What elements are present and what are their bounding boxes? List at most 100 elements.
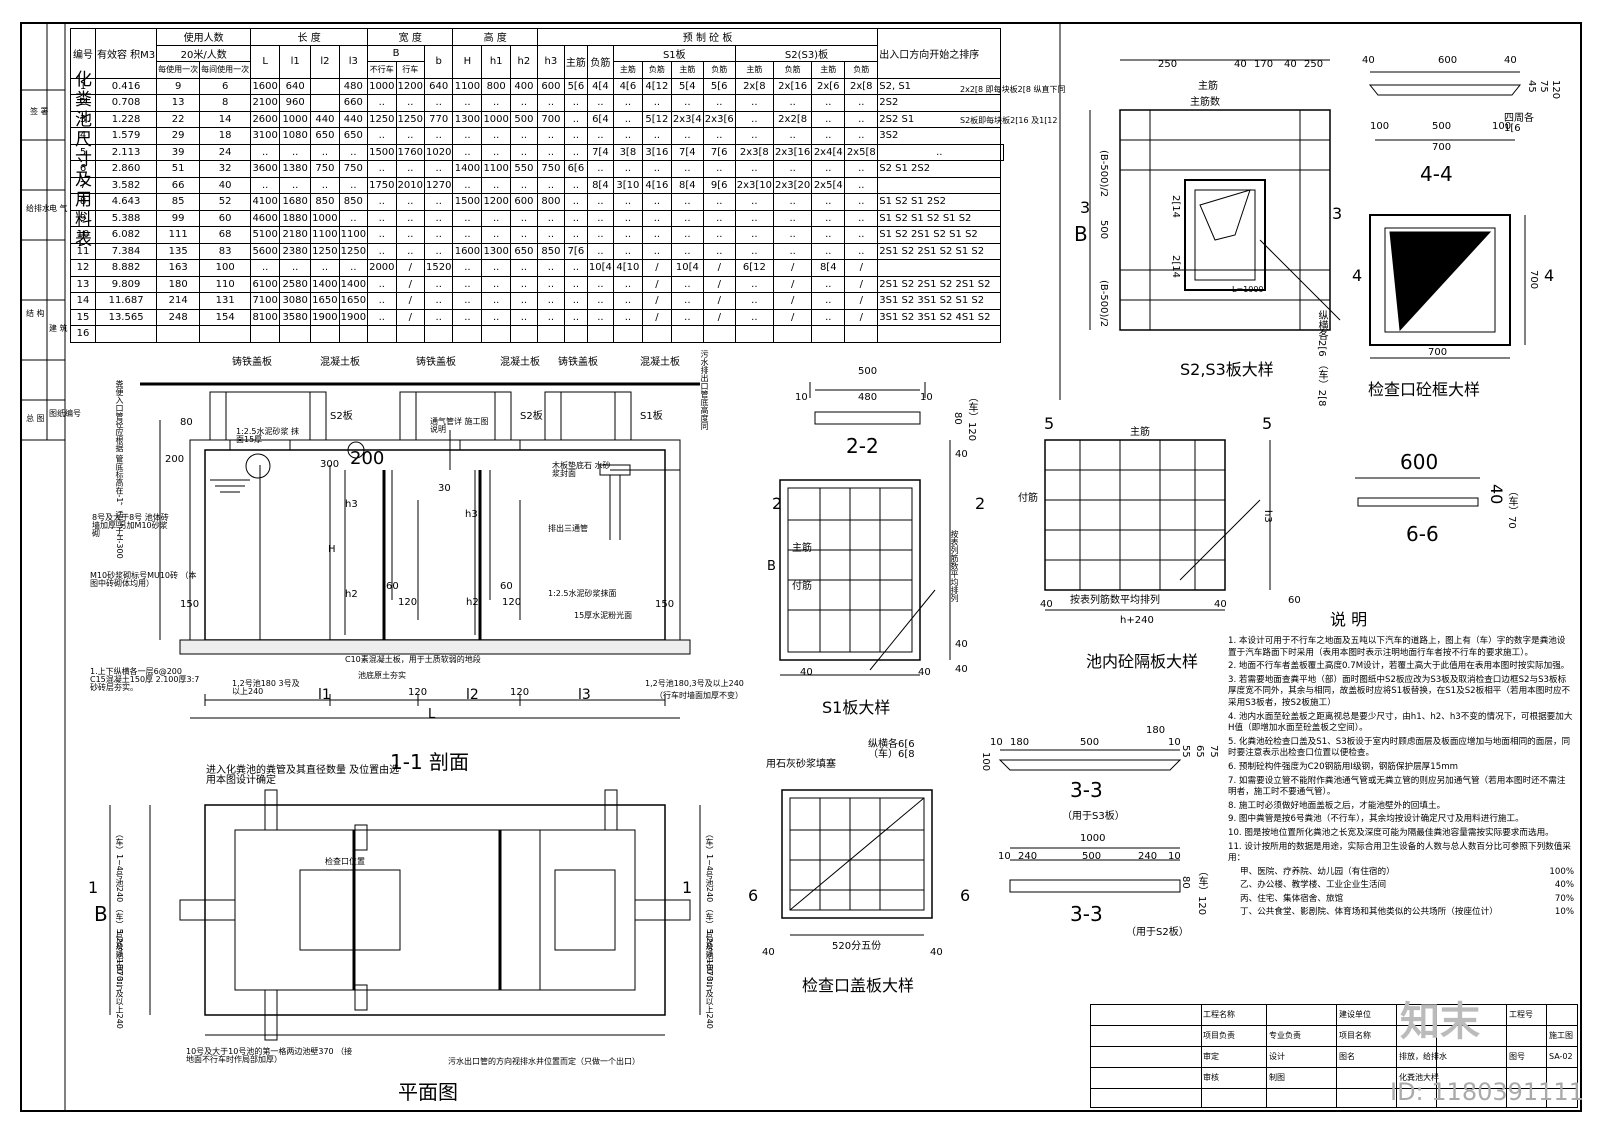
table-cell: 5[4	[670, 77, 704, 95]
detail-2-2	[809, 382, 926, 425]
dim-44-700: 700	[1432, 142, 1452, 153]
th-height: 高 度	[452, 28, 538, 46]
th-users: 使用人数	[156, 28, 252, 46]
table-cell: ..	[734, 94, 774, 112]
dim-33a-75: 75	[1208, 745, 1219, 758]
table-cell: 3[10	[612, 176, 643, 194]
table-cell: ..	[452, 143, 483, 161]
dim-44-100b: 100	[1492, 121, 1512, 132]
table-cell: ..	[509, 143, 538, 161]
table-cell: ..	[612, 292, 643, 310]
note-item: 2. 地面不行车者盖板覆土高度0.7M设计，若覆土高大于此值用在表用本图时按实际…	[1228, 661, 1570, 672]
table-cell: ..	[509, 94, 538, 112]
table-cell: ..	[536, 127, 565, 145]
detail-3-3-s2	[1009, 847, 1181, 893]
table-cell: 66	[156, 176, 201, 194]
detail-4-4-title: 4-4	[1420, 162, 1453, 186]
table-cell: 6100	[250, 275, 281, 293]
table-cell: 32	[199, 160, 252, 178]
plan-mark-1b: 1	[682, 878, 693, 897]
table-cell: ..	[586, 94, 614, 112]
label-part-5a: 5	[1044, 414, 1055, 433]
table-cell: 68	[199, 226, 252, 244]
table-cell	[536, 325, 565, 343]
table-cell: 14	[70, 292, 96, 310]
tb-cell: 项目负责	[1203, 1031, 1235, 1040]
label-s1-note: 按表列筋数平均排列	[950, 530, 959, 602]
table-cell: 9[6	[702, 176, 736, 194]
table-cell: 2x3[10	[734, 176, 774, 194]
table-cell: ..	[612, 160, 643, 178]
table-cell: 1500	[367, 143, 397, 161]
table-cell: ..	[509, 292, 538, 310]
table-cell: 2x[6	[811, 77, 846, 95]
th-seq: 出入口方向开始之排序	[877, 28, 1002, 79]
brand-id: ID: 1180391111	[1390, 1078, 1584, 1106]
th-l2: l2	[310, 44, 340, 79]
dim-44-500: 500	[1432, 121, 1452, 132]
table-cell: ..	[702, 242, 736, 260]
note-item: 5. 化粪池砼检查口盖及S1、S3板设于室内时顾虑面层及板面应增加与地面相同的面…	[1228, 736, 1571, 759]
dim-33b-120: （车）120	[1196, 866, 1207, 916]
table-cell: 8	[70, 193, 96, 211]
table-cell	[877, 259, 1002, 277]
table-cell: 4[10	[612, 259, 643, 277]
table-cell: ..	[612, 94, 643, 112]
label-s2-b: S2板	[520, 411, 543, 422]
table-cell: 2x3[4	[670, 110, 704, 128]
label-cast-iron-cover-2: 铸铁盖板	[416, 357, 456, 368]
table-cell: 2x3[20	[772, 176, 813, 194]
table-cell: /	[772, 275, 813, 293]
th-s2-main2: 主筋	[811, 61, 846, 79]
dim-s2-40: 40	[1234, 59, 1247, 70]
table-cell: 7[4	[586, 143, 614, 161]
table-cell: ..	[586, 226, 614, 244]
table-cell: ..	[563, 209, 588, 227]
table-cell	[670, 325, 704, 343]
table-cell: /	[844, 308, 879, 326]
table-cell: 2380	[279, 242, 312, 260]
table-cell: ..	[772, 209, 813, 227]
dim-33b: 240	[1138, 851, 1158, 862]
table-cell: S1 S2 S1 S2 S1 S2	[877, 209, 1002, 227]
label-s1-2a: 2	[772, 494, 783, 513]
table-cell: 4[16	[641, 176, 672, 194]
label-r1: 2[14	[1170, 195, 1181, 218]
table-cell: ..	[670, 94, 704, 112]
table-cell: /	[641, 292, 672, 310]
table-cell: /	[395, 308, 425, 326]
table-cell: 1880	[279, 209, 312, 227]
table-cell: ..	[844, 193, 879, 211]
dim-33a-100: 100	[980, 752, 991, 772]
s2-s3-plate	[1089, 59, 1341, 331]
table-cell: 131	[199, 292, 252, 310]
table-cell: 1520	[423, 259, 454, 277]
table-cell: /	[844, 275, 879, 293]
table-cell: 85	[156, 193, 201, 211]
tb-cell: 工程名称	[1203, 1010, 1235, 1019]
table-cell: 2	[70, 94, 96, 112]
table-cell: 1100	[310, 226, 340, 244]
table-cell: 163	[156, 259, 201, 277]
table-cell: ..	[811, 308, 846, 326]
table-cell: ..	[481, 226, 511, 244]
table-cell: 1200	[395, 77, 425, 95]
table-cell: 5[12	[641, 110, 672, 128]
label-s2-main: 主筋	[1198, 81, 1218, 92]
label-mortar-2: 1:2.5水泥砂浆抹面	[548, 589, 617, 598]
table-side-note: S2板即每块板2[16 及1[12	[960, 116, 1058, 125]
table-cell: ..	[452, 292, 483, 310]
plan-view	[109, 789, 701, 1041]
table-cell: ..	[772, 226, 813, 244]
dim-60-b: 60	[500, 581, 513, 592]
table-cell: 1380	[279, 160, 312, 178]
label-s1-main: 主筋	[792, 543, 812, 554]
label-filter: 木板垫底石 水砂浆封面	[552, 461, 611, 478]
table-cell: ..	[423, 209, 454, 227]
table-cell: 960	[279, 94, 312, 112]
table-cell	[250, 325, 281, 343]
detail-6-6	[1355, 477, 1480, 507]
dim-H: H	[328, 544, 336, 555]
